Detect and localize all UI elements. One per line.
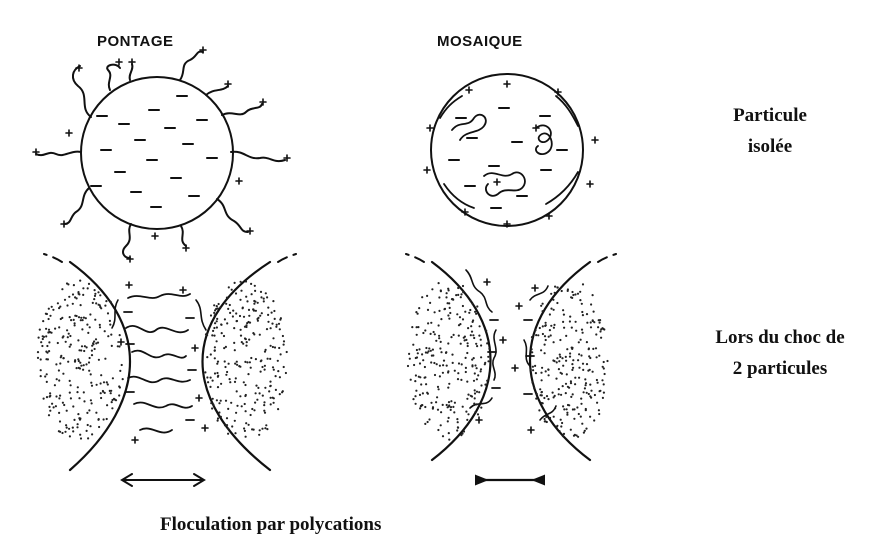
mosaique-left-stipple — [407, 282, 491, 441]
mosaique-isolated-particle — [431, 74, 583, 226]
mosaique-isolated-charges — [424, 81, 598, 227]
pontage-isolated-particle — [36, 52, 285, 258]
pontage-distance-arrow — [122, 474, 204, 486]
pontage-collision — [44, 254, 296, 470]
mosaique-distance-marker — [476, 476, 544, 484]
mosaique-collision — [406, 254, 616, 460]
pontage-right-stipple — [204, 280, 288, 437]
mosaique-right-stipple — [530, 283, 609, 438]
pontage-collision-charges — [118, 282, 208, 443]
